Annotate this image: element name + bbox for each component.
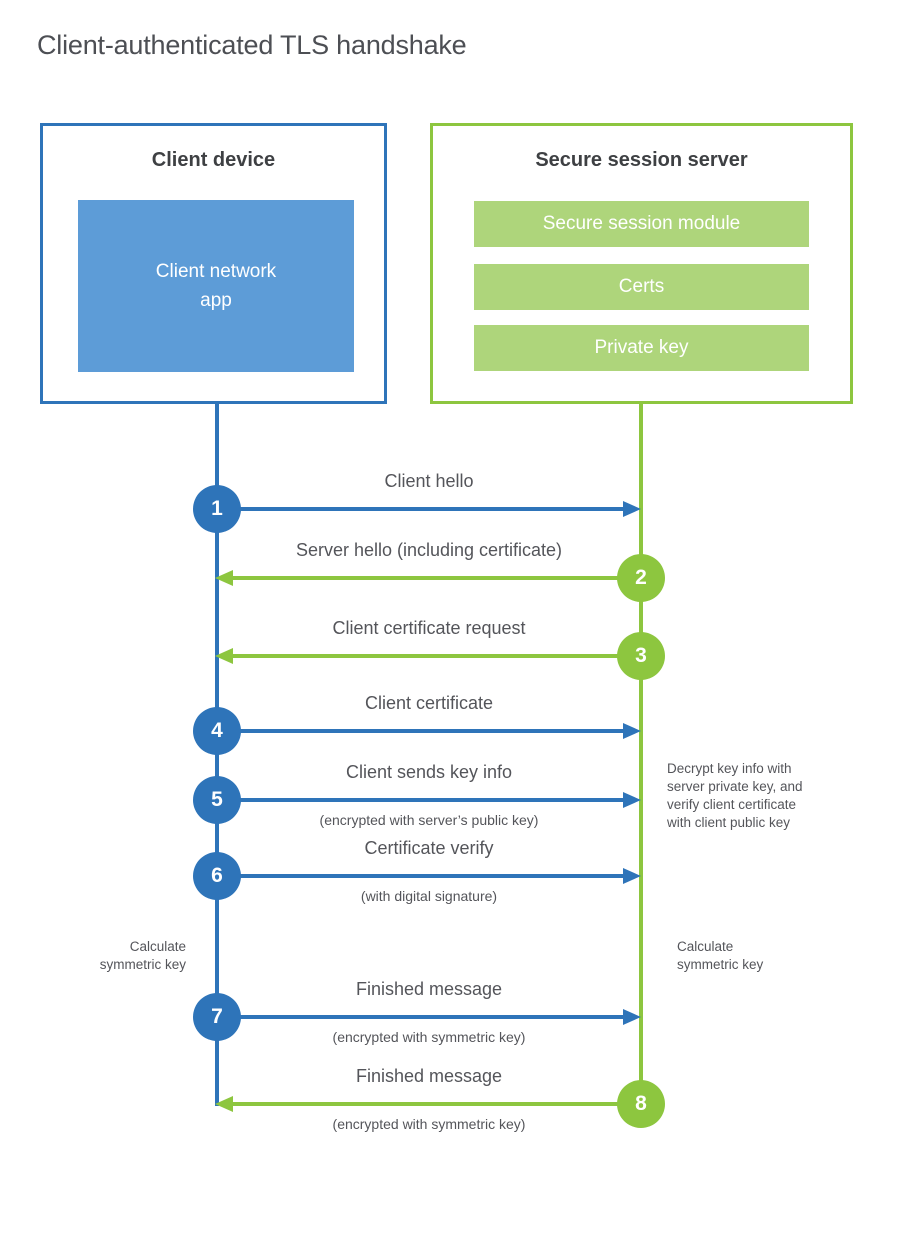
secure-session-module-bar: Secure session module <box>474 201 809 247</box>
certs-bar: Certs <box>474 264 809 310</box>
step-5-arrowhead-icon <box>623 792 641 808</box>
client-lifeline <box>215 404 219 1106</box>
step-5-circle: 5 <box>193 776 241 824</box>
step-2-label: Server hello (including certificate) <box>295 540 563 560</box>
step-3-arrowhead-icon <box>215 648 233 664</box>
step-4-circle: 4 <box>193 707 241 755</box>
step-6-circle: 6 <box>193 852 241 900</box>
step-3-label: Client certificate request <box>332 618 526 638</box>
step-5-label: Client sends key info <box>345 762 513 782</box>
client-device-box: Client device Client network app <box>40 123 387 404</box>
step-2-arrow-shaft <box>233 576 641 580</box>
step-6-sublabel: (with digital signature) <box>360 888 498 904</box>
step-4-arrow-shaft <box>217 729 624 733</box>
step-7-label: Finished message <box>355 979 503 999</box>
step-6-arrow-shaft <box>217 874 624 878</box>
step-7-circle: 7 <box>193 993 241 1041</box>
step-4-label: Client certificate <box>364 693 494 713</box>
step-8-arrow-shaft <box>233 1102 641 1106</box>
page-title: Client-authenticated TLS handshake <box>37 30 467 60</box>
step-7-arrowhead-icon <box>623 1009 641 1025</box>
step-3-circle: 3 <box>617 632 665 680</box>
step-8-sublabel: (encrypted with symmetric key) <box>332 1116 526 1132</box>
client-device-title: Client device <box>151 149 276 171</box>
step-1-arrow-shaft <box>217 507 624 511</box>
step-5-sublabel: (encrypted with server’s public key) <box>319 812 539 828</box>
client-network-app-module: Client network app <box>78 200 354 372</box>
step-5-arrow-shaft <box>217 798 624 802</box>
step-1-label: Client hello <box>384 471 474 491</box>
step-1-circle: 1 <box>193 485 241 533</box>
step-2-arrowhead-icon <box>215 570 233 586</box>
decrypt-key-info-note: Decrypt key info with server private key… <box>667 761 803 830</box>
step-8-arrowhead-icon <box>215 1096 233 1112</box>
server-lifeline <box>639 404 643 1104</box>
step-4-arrowhead-icon <box>623 723 641 739</box>
step-8-label: Finished message <box>355 1066 503 1086</box>
step-7-sublabel: (encrypted with symmetric key) <box>332 1029 526 1045</box>
secure-session-server-box: Secure session server Secure session mod… <box>430 123 853 404</box>
calculate-symmetric-key-note-server: Calculate symmetric key <box>677 939 764 972</box>
step-6-arrowhead-icon <box>623 868 641 884</box>
step-2-circle: 2 <box>617 554 665 602</box>
step-1-arrowhead-icon <box>623 501 641 517</box>
step-6-label: Certificate verify <box>364 838 494 858</box>
step-8-circle: 8 <box>617 1080 665 1128</box>
private-key-bar: Private key <box>474 325 809 371</box>
step-7-arrow-shaft <box>217 1015 624 1019</box>
secure-session-server-title: Secure session server <box>535 149 748 171</box>
calculate-symmetric-key-note-client: Calculate symmetric key <box>99 939 186 972</box>
step-3-arrow-shaft <box>233 654 641 658</box>
